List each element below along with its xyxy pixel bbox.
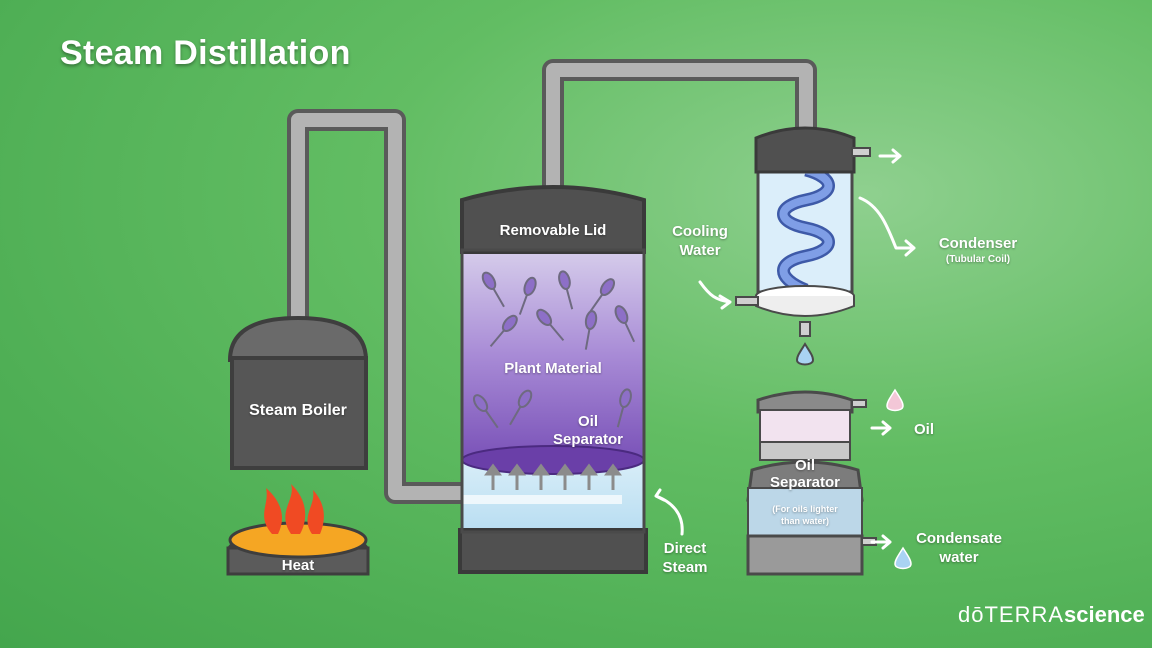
- label-removable-lid: Removable Lid: [499, 222, 607, 239]
- doterra-science-logo: dōTERRAscience: [958, 602, 1145, 628]
- flame-icon: [264, 484, 324, 534]
- water-droplet-icon: [894, 546, 912, 570]
- label-direct-steam-line1: Direct: [663, 540, 707, 557]
- label-heat: Heat: [281, 557, 315, 574]
- label-cooling-water-line2: Water: [679, 242, 721, 259]
- label-condenser-title: Condenser: [938, 235, 1018, 252]
- oil-separator: [746, 390, 877, 576]
- label-oil-separator-line1: Oil: [794, 457, 815, 474]
- oil-droplet-icon: [886, 388, 904, 412]
- distillation-vessel: [458, 185, 648, 574]
- label-condenser-subtitle: (Tubular Coil): [945, 254, 1011, 265]
- arrow-icon: [654, 148, 916, 550]
- label-direct-steam-line2: Steam: [662, 559, 708, 576]
- page-title: Steam Distillation: [60, 34, 351, 72]
- label-steam-boiler: Steam Boiler: [249, 402, 347, 419]
- label-cooling-water-line1: Cooling: [672, 223, 728, 240]
- boiler-pipe: [287, 109, 473, 504]
- lavender-sprigs: [472, 270, 636, 429]
- label-vessel-oil-separator-line1: Oil: [577, 413, 598, 430]
- logo-suffix: science: [1064, 602, 1145, 627]
- steam-arrows: [484, 463, 622, 490]
- label-oil-output: Oil: [913, 421, 934, 438]
- label-vessel-oil-separator-line2: Separator: [552, 431, 624, 448]
- condenser: [735, 126, 871, 337]
- droplet-icon: [795, 342, 815, 366]
- label-oil-separator-note-line2: than water): [780, 516, 829, 526]
- condenser-pipe: [542, 59, 817, 201]
- label-condensate-water-line2: water: [939, 549, 979, 566]
- label-condensate-water-line1: Condensate: [916, 530, 1002, 547]
- label-oil-separator-note-line1: (For oils lighter: [772, 504, 838, 514]
- label-oil-separator-line2: Separator: [769, 474, 841, 491]
- logo-brand: dōTERRA: [958, 602, 1065, 627]
- label-plant-material: Plant Material: [504, 360, 602, 377]
- heat-source: [226, 484, 370, 576]
- steam-boiler: [227, 315, 369, 470]
